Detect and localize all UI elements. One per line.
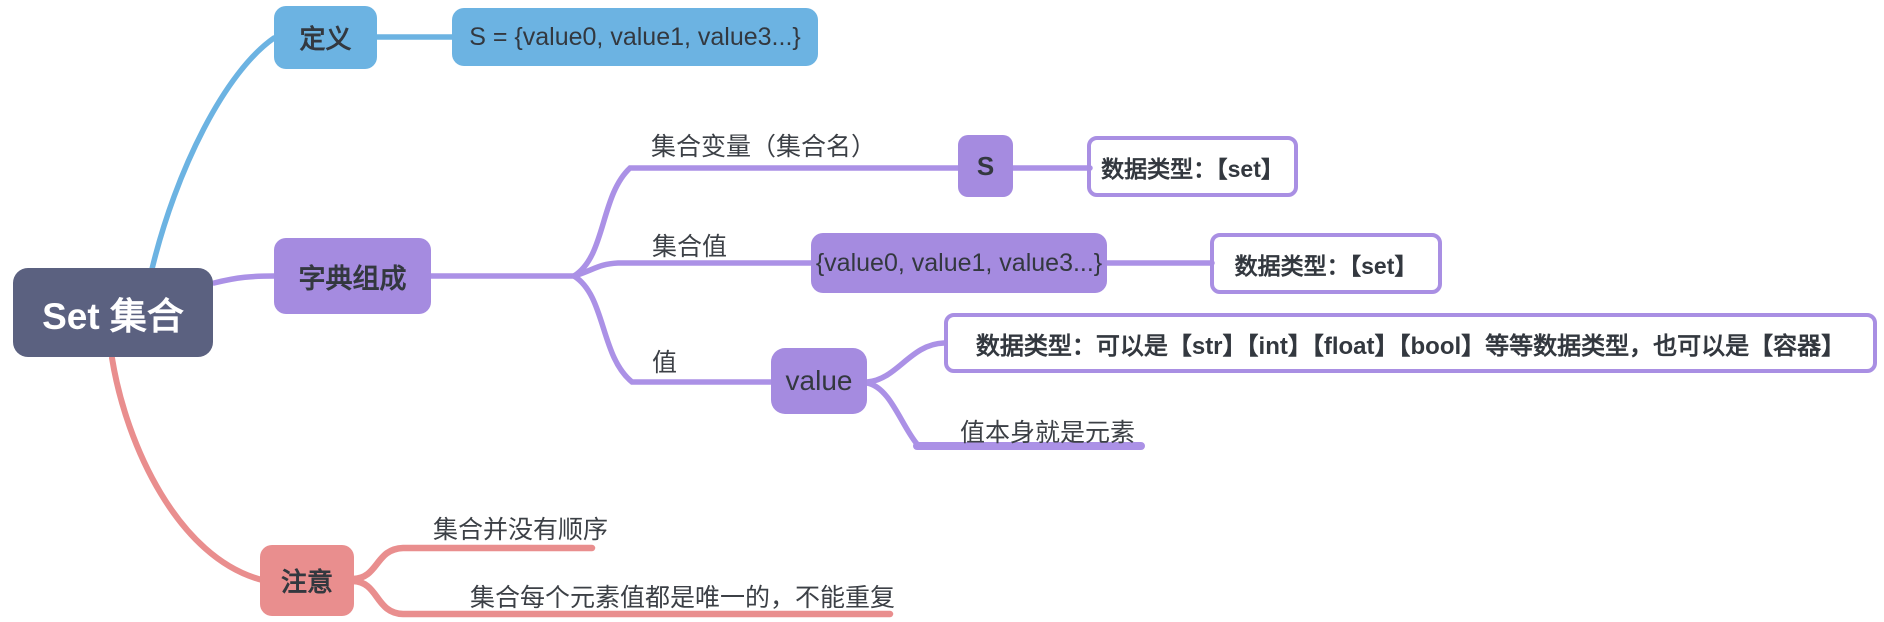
setvalue-branch-label[interactable]: 集合值 [652, 233, 728, 261]
definition-formula-node[interactable]: S = {value0, value1, value3...} [452, 8, 818, 66]
value-identity-note[interactable]: 值本身就是元素 [960, 419, 1136, 447]
setvalue-type-text: 数据类型：【set】 [1234, 252, 1418, 279]
setvalue-node[interactable]: {value0, value1, value3...} [811, 233, 1107, 293]
connector-note-0 [349, 544, 596, 583]
note-item-1[interactable]: 集合每个元素值都是唯一的，不能重复 [470, 584, 896, 612]
definition-formula-text: S = {value0, value1, value3...} [469, 22, 801, 51]
variable-branch-label[interactable]: 集合变量（集合名） [651, 133, 877, 161]
value-node[interactable]: value [771, 348, 867, 414]
variable-type-box[interactable]: 数据类型：【set】 [1087, 136, 1298, 197]
notes-node[interactable]: 注意 [260, 545, 354, 616]
value-type-note-box[interactable]: 数据类型：可以是【str】【int】【float】【bool】等等数据类型，也可… [944, 313, 1877, 373]
definition-node[interactable]: 定义 [274, 6, 377, 69]
root-label: Set 集合 [42, 295, 184, 337]
variable-type-text: 数据类型：【set】 [1101, 155, 1284, 182]
variable-node-text: S [976, 150, 995, 181]
value-type-note-text: 数据类型：可以是【str】【int】【float】【bool】等等数据类型，也可… [975, 332, 1846, 360]
definition-label: 定义 [299, 24, 352, 54]
connector-value-typenote [864, 340, 947, 385]
connector-value-identity [864, 380, 920, 447]
value-node-text: value [785, 365, 853, 396]
composition-node[interactable]: 字典组成 [274, 238, 431, 314]
setvalue-node-text: {value0, value1, value3...} [815, 248, 1103, 277]
composition-label: 字典组成 [298, 263, 407, 294]
connector-branch-element [571, 273, 774, 385]
connector-branch-variable [571, 165, 961, 279]
connector-note-1 [349, 577, 894, 618]
root-node[interactable]: Set 集合 [13, 268, 213, 357]
connector-branch-setvalue [571, 260, 814, 279]
connector-root-definition [149, 35, 277, 272]
element-branch-label[interactable]: 值 [652, 349, 678, 377]
variable-node[interactable]: S [958, 135, 1013, 197]
connector-root-composition [211, 273, 278, 286]
connector-root-notes [109, 355, 265, 583]
setvalue-type-box[interactable]: 数据类型：【set】 [1210, 233, 1442, 294]
notes-label: 注意 [280, 567, 333, 597]
note-item-0[interactable]: 集合并没有顺序 [433, 516, 609, 544]
